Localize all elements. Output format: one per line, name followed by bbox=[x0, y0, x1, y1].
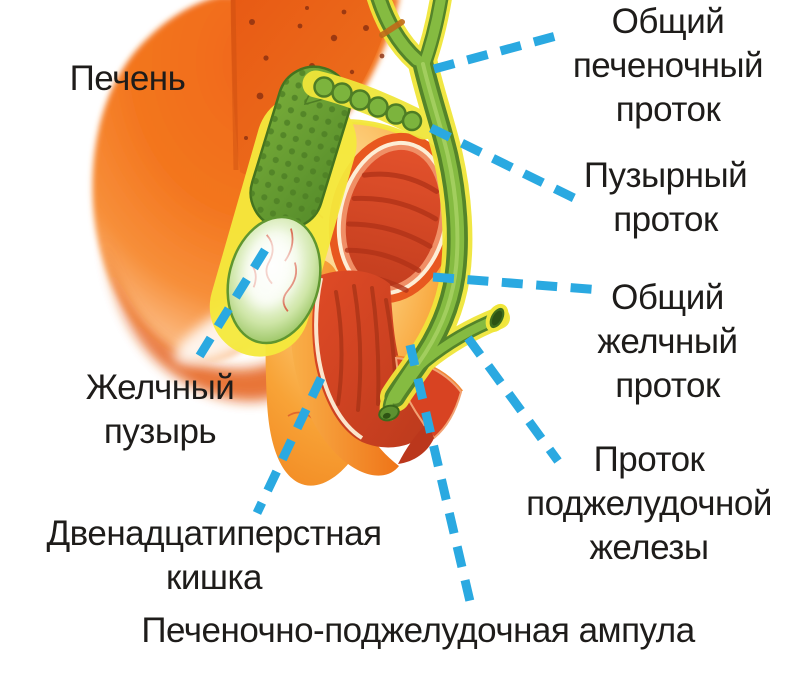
gallbladder-illustration bbox=[209, 65, 357, 357]
pancreatic-duct-cut-end bbox=[485, 303, 509, 333]
duodenum-flap-curl bbox=[398, 422, 434, 464]
common-bile-duct-highlight bbox=[416, 62, 460, 366]
gallbladder-mucosa-texture bbox=[250, 66, 351, 229]
label-duodenum: Двенадцатиперстная кишка bbox=[46, 514, 382, 597]
leader-gallbladder bbox=[190, 247, 269, 368]
label-liver: Печень bbox=[69, 59, 186, 98]
hepatic-duct-stump-ring bbox=[379, 19, 405, 38]
leader-common-hepatic-duct bbox=[432, 31, 558, 74]
gallbladder-highlight bbox=[245, 233, 296, 309]
liver-cut-edge bbox=[230, 0, 239, 171]
cystic-duct-spiral bbox=[313, 76, 423, 132]
label-gallbladder: Желчный пузырь bbox=[85, 368, 235, 451]
leader-cystic-duct bbox=[429, 123, 578, 204]
label-pancreatic-duct: Проток поджелудочной железы bbox=[526, 440, 772, 567]
label-cystic-duct: Пузырный проток bbox=[583, 156, 748, 239]
major-papilla bbox=[378, 404, 400, 422]
leader-duodenum bbox=[252, 376, 326, 515]
duodenum-cut-edge-line bbox=[314, 277, 364, 440]
label-common-bile-duct: Общий желчный проток bbox=[597, 278, 738, 405]
duodenum-upper-opening bbox=[328, 132, 458, 304]
leader-common-bile-duct bbox=[432, 272, 602, 295]
leader-lines bbox=[190, 31, 602, 612]
leader-ampulla bbox=[405, 343, 477, 612]
label-hepatopancreatic-ampulla: Печеночно-поджелудочная ампула bbox=[141, 611, 695, 650]
leader-pancreatic-duct bbox=[464, 335, 562, 464]
label-common-hepatic-duct: Общий печеночный проток bbox=[572, 2, 764, 129]
